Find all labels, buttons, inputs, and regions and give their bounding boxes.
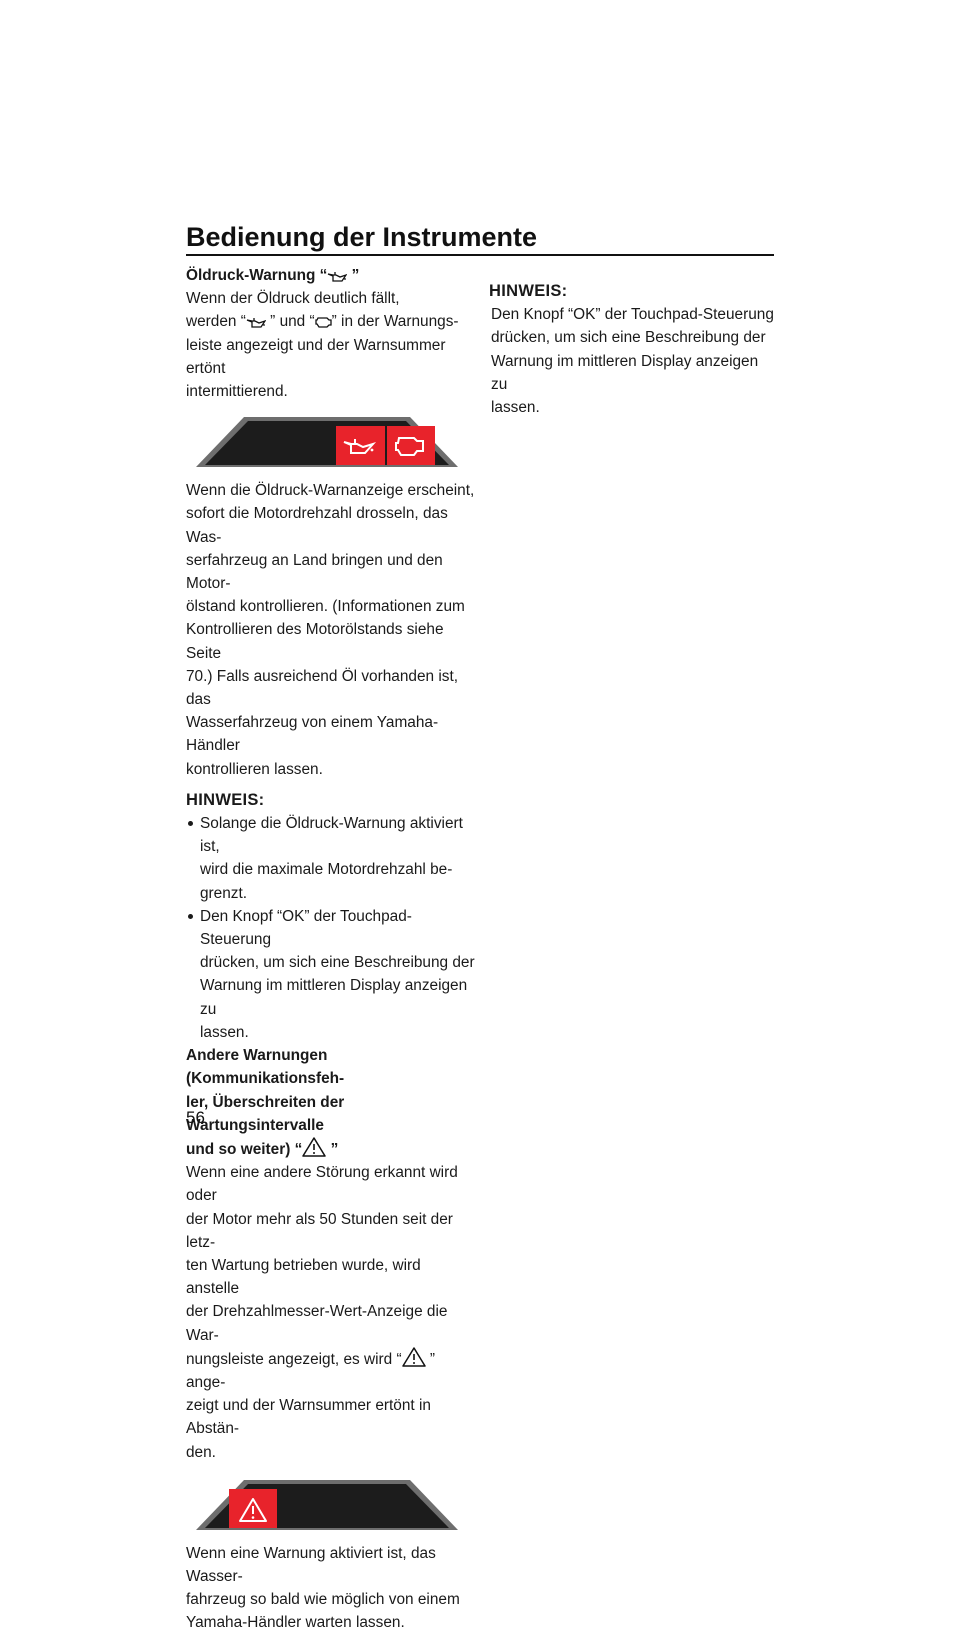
- oil-can-icon: [246, 318, 266, 329]
- oil-warning-display-panel: [196, 417, 458, 468]
- right-column: HINWEIS: Den Knopf “OK” der Touchpad-Ste…: [489, 280, 775, 419]
- other-warnings-paragraph-2: Wenn eine Warnung aktiviert ist, das Was…: [186, 1544, 460, 1632]
- engine-icon: [395, 437, 424, 457]
- page-number: 56: [186, 1108, 205, 1127]
- note-bullet-list: Solange die Öldruck-Warnung aktiviert is…: [186, 812, 476, 1044]
- oil-warning-paragraph-2: Wenn die Öldruck-Warnanzeige erscheint, …: [186, 482, 475, 778]
- warning-triangle-icon: [401, 1346, 426, 1367]
- oil-warning-heading: Öldruck-Warnung “ ”: [186, 267, 360, 284]
- oil-can-icon: [328, 272, 348, 282]
- other-warnings-paragraph-1: Wenn eine andere Störung erkannt wird od…: [186, 1164, 458, 1461]
- left-column: Öldruck-Warnung “ ” Wenn der Öldruck deu…: [186, 264, 476, 1635]
- note-title: HINWEIS:: [186, 790, 265, 809]
- note-paragraph: Den Knopf “OK” der Touchpad-Steuerung dr…: [491, 306, 774, 417]
- general-warning-display-panel: [196, 1479, 458, 1530]
- engine-icon: [315, 317, 332, 329]
- oil-warning-paragraph-1: Wenn der Öldruck deutlich fällt, werden …: [186, 290, 459, 401]
- list-item: Den Knopf “OK” der Touchpad-Steuerung dr…: [186, 905, 476, 1044]
- list-item: Solange die Öldruck-Warnung aktiviert is…: [186, 812, 476, 905]
- note-title: HINWEIS:: [489, 282, 568, 300]
- warning-triangle-icon: [302, 1137, 327, 1157]
- header-rule: [186, 254, 774, 256]
- oil-can-icon: [343, 439, 377, 455]
- page-title: Bedienung der Instrumente: [186, 222, 538, 252]
- other-warnings-heading: Andere Warnungen (Kommunikationsfeh- ler…: [186, 1047, 345, 1158]
